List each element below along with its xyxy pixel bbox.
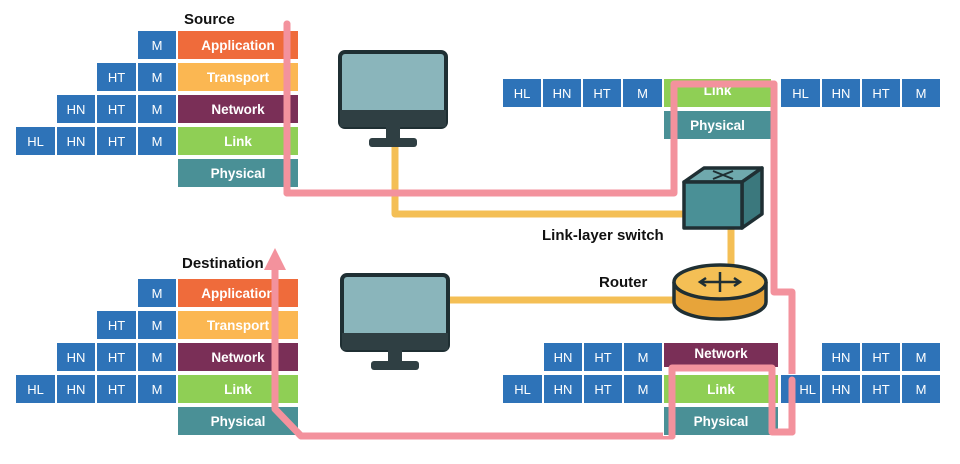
transport-header: HT bbox=[96, 374, 137, 404]
network-header: HN bbox=[56, 126, 96, 156]
application-layer: Application bbox=[177, 30, 299, 60]
link-header: HL bbox=[780, 78, 821, 108]
message-header: M bbox=[137, 62, 177, 92]
transport-header: HT bbox=[583, 374, 623, 404]
transport-header: HT bbox=[861, 374, 901, 404]
link-header: HL bbox=[780, 374, 821, 404]
transport-header: HT bbox=[96, 126, 137, 156]
switch-icon bbox=[682, 166, 764, 230]
physical-layer: Physical bbox=[663, 110, 772, 140]
transport-header: HT bbox=[96, 342, 137, 372]
message-header: M bbox=[137, 278, 177, 308]
message-header: M bbox=[137, 374, 177, 404]
network-header: HN bbox=[821, 78, 861, 108]
transport-header: HT bbox=[96, 62, 137, 92]
path-arrowhead bbox=[264, 248, 286, 270]
transport-header: HT bbox=[582, 78, 622, 108]
transport-layer: Transport bbox=[177, 310, 299, 340]
network-layer: Network bbox=[177, 342, 299, 372]
source-label: Source bbox=[184, 11, 235, 28]
destination-label: Destination bbox=[182, 255, 264, 272]
transport-header: HT bbox=[96, 94, 137, 124]
message-header: M bbox=[137, 310, 177, 340]
router-icon bbox=[672, 263, 768, 321]
network-header: HN bbox=[821, 374, 861, 404]
network-layer: Network bbox=[177, 94, 299, 124]
physical-layer: Physical bbox=[177, 158, 299, 188]
message-header: M bbox=[623, 374, 663, 404]
link-layer: Link bbox=[177, 126, 299, 156]
link-header: HL bbox=[15, 126, 56, 156]
network-header: HN bbox=[56, 342, 96, 372]
network-header: HN bbox=[543, 342, 583, 372]
network-header: HN bbox=[543, 374, 583, 404]
computer-icon bbox=[338, 50, 448, 147]
computer-icon bbox=[340, 273, 450, 370]
transport-header: HT bbox=[861, 342, 901, 372]
application-layer: Application bbox=[177, 278, 299, 308]
network-header: HN bbox=[542, 78, 582, 108]
switch-label: Link-layer switch bbox=[542, 227, 664, 244]
transport-header: HT bbox=[861, 78, 901, 108]
physical-layer: Physical bbox=[663, 406, 779, 436]
cable-source-to-switch bbox=[391, 145, 719, 218]
network-header: HN bbox=[821, 342, 861, 372]
link-layer: Link bbox=[663, 78, 772, 108]
network-header: HN bbox=[56, 374, 96, 404]
message-header: M bbox=[901, 78, 941, 108]
router-label: Router bbox=[599, 274, 648, 291]
message-header: M bbox=[137, 30, 177, 60]
network-layer: Network bbox=[663, 342, 779, 368]
link-layer: Link bbox=[663, 374, 779, 404]
transport-header: HT bbox=[96, 310, 137, 340]
message-header: M bbox=[137, 94, 177, 124]
message-header: M bbox=[623, 342, 663, 372]
link-header: HL bbox=[502, 374, 543, 404]
message-header: M bbox=[901, 374, 941, 404]
message-header: M bbox=[137, 126, 177, 156]
link-header: HL bbox=[502, 78, 542, 108]
link-header: HL bbox=[15, 374, 56, 404]
transport-header: HT bbox=[583, 342, 623, 372]
message-header: M bbox=[622, 78, 663, 108]
message-header: M bbox=[901, 342, 941, 372]
message-header: M bbox=[137, 342, 177, 372]
link-layer: Link bbox=[177, 374, 299, 404]
network-header: HN bbox=[56, 94, 96, 124]
transport-layer: Transport bbox=[177, 62, 299, 92]
physical-layer: Physical bbox=[177, 406, 299, 436]
